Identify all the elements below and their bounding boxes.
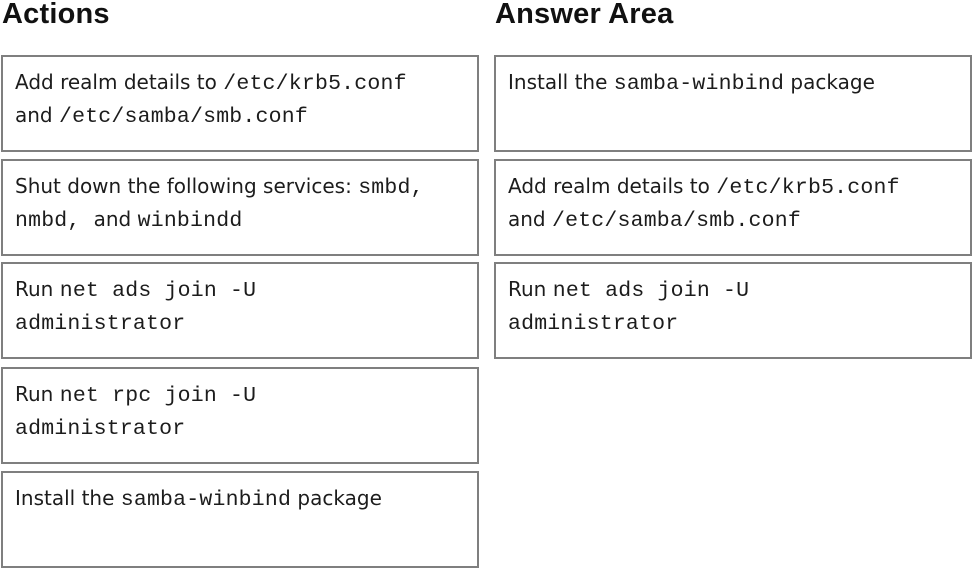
item-text: Run [508, 277, 553, 301]
code-text: winbindd [137, 209, 243, 233]
code-text: samba-winbind [613, 72, 785, 96]
answer-area-heading: Answer Area [495, 0, 674, 30]
code-text: administrator [15, 312, 186, 336]
item-text-line: Run net rpc join -U [15, 379, 469, 412]
code-text: samba-winbind [120, 488, 292, 512]
action-item-run-net-rpc-join[interactable]: Run net rpc join -U administrator [1, 367, 479, 464]
item-text-line: Install the samba-winbind package [15, 483, 469, 516]
code-text: net ads join -U [59, 279, 257, 303]
item-text-line: administrator [15, 307, 469, 340]
code-text: /etc/krb5.conf [716, 176, 900, 200]
item-text-line: Run net ads join -U [15, 274, 469, 307]
item-text-line: Add realm details to /etc/krb5.conf [15, 67, 469, 100]
code-text: smbd, [358, 176, 424, 200]
item-text: and [508, 207, 552, 231]
item-text-line: nmbd, and winbindd [15, 204, 469, 237]
code-text: /etc/samba/smb.conf [58, 105, 308, 129]
action-item-shut-down-services[interactable]: Shut down the following services: smbd,n… [1, 159, 479, 256]
action-item-install-samba-winbind[interactable]: Install the samba-winbind package [1, 471, 479, 568]
code-text: /etc/samba/smb.conf [551, 209, 801, 233]
actions-heading: Actions [2, 0, 110, 30]
item-text-line: Add realm details to /etc/krb5.conf [508, 171, 962, 204]
item-text-line: Shut down the following services: smbd, [15, 171, 469, 204]
item-text: Install the [15, 486, 121, 510]
code-text: administrator [15, 417, 186, 441]
item-text: and [93, 207, 138, 231]
item-text: package [291, 486, 382, 510]
item-text-line: administrator [15, 412, 469, 445]
item-text-line: administrator [508, 307, 962, 340]
item-text: Run [15, 382, 60, 406]
action-item-run-net-ads-join[interactable]: Run net ads join -U administrator [1, 262, 479, 359]
item-text-line: Install the samba-winbind package [508, 67, 962, 100]
item-text-line: Run net ads join -U [508, 274, 962, 307]
code-text: nmbd, [15, 209, 94, 233]
answer-slot-1-install-samba-winbind[interactable]: Install the samba-winbind package [494, 55, 972, 152]
item-text: Install the [508, 70, 614, 94]
item-text: Add realm details to [15, 70, 224, 94]
item-text-line: and /etc/samba/smb.conf [508, 204, 962, 237]
item-text: Shut down the following services: [15, 174, 359, 198]
code-text: /etc/krb5.conf [223, 72, 407, 96]
item-text-line: and /etc/samba/smb.conf [15, 100, 469, 133]
item-text: Add realm details to [508, 174, 717, 198]
code-text: net rpc join -U [59, 384, 257, 408]
item-text: and [15, 103, 59, 127]
answer-slot-3-run-net-ads-join[interactable]: Run net ads join -U administrator [494, 262, 972, 359]
code-text: net ads join -U [552, 279, 750, 303]
item-text: package [784, 70, 875, 94]
item-text: Run [15, 277, 60, 301]
code-text: administrator [508, 312, 679, 336]
